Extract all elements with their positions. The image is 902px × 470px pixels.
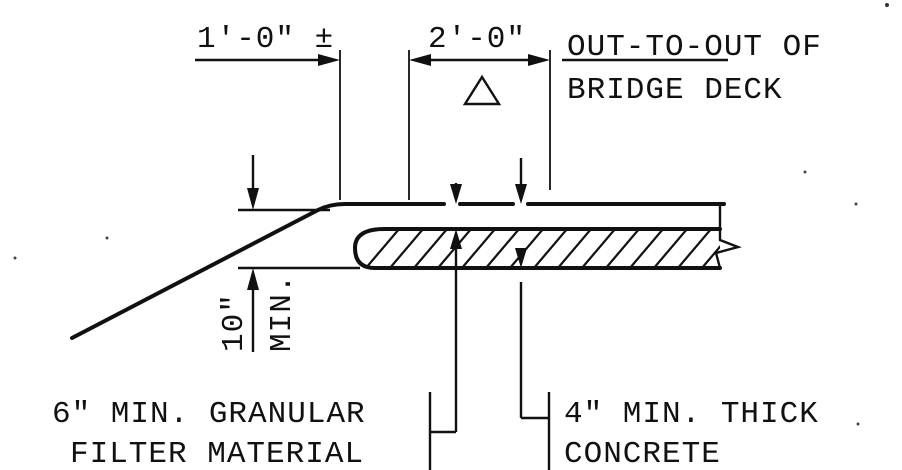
- out-to-out-label-line2: BRIDGE DECK: [567, 73, 783, 108]
- out-to-out-label-line1: OUT-TO-OUT OF: [567, 30, 822, 65]
- ten-inch-dimension: [238, 155, 360, 352]
- top-dimension-line: [195, 54, 728, 66]
- granular-label-line2: FILTER MATERIAL: [70, 437, 364, 470]
- min-vertical-label: MIN.: [265, 274, 300, 352]
- extension-lines: [339, 50, 551, 200]
- scan-specks: [13, 3, 889, 426]
- concrete-label-line2: CONCRETE: [564, 437, 721, 470]
- concrete-slab: [352, 204, 742, 270]
- slope-profile: [70, 202, 726, 340]
- granular-filter-leader: [428, 183, 462, 470]
- granular-label-line1: 6" MIN. GRANULAR: [52, 397, 366, 432]
- dim-two-feet-label: 2'-0": [428, 22, 526, 57]
- dim-one-foot-label: 1'-0" ±: [197, 22, 334, 57]
- concrete-label-line1: 4" MIN. THICK: [564, 397, 819, 432]
- ten-inch-label: 10": [217, 293, 252, 352]
- triangle-icon: [462, 74, 502, 106]
- concrete-thickness-leader: [515, 158, 551, 470]
